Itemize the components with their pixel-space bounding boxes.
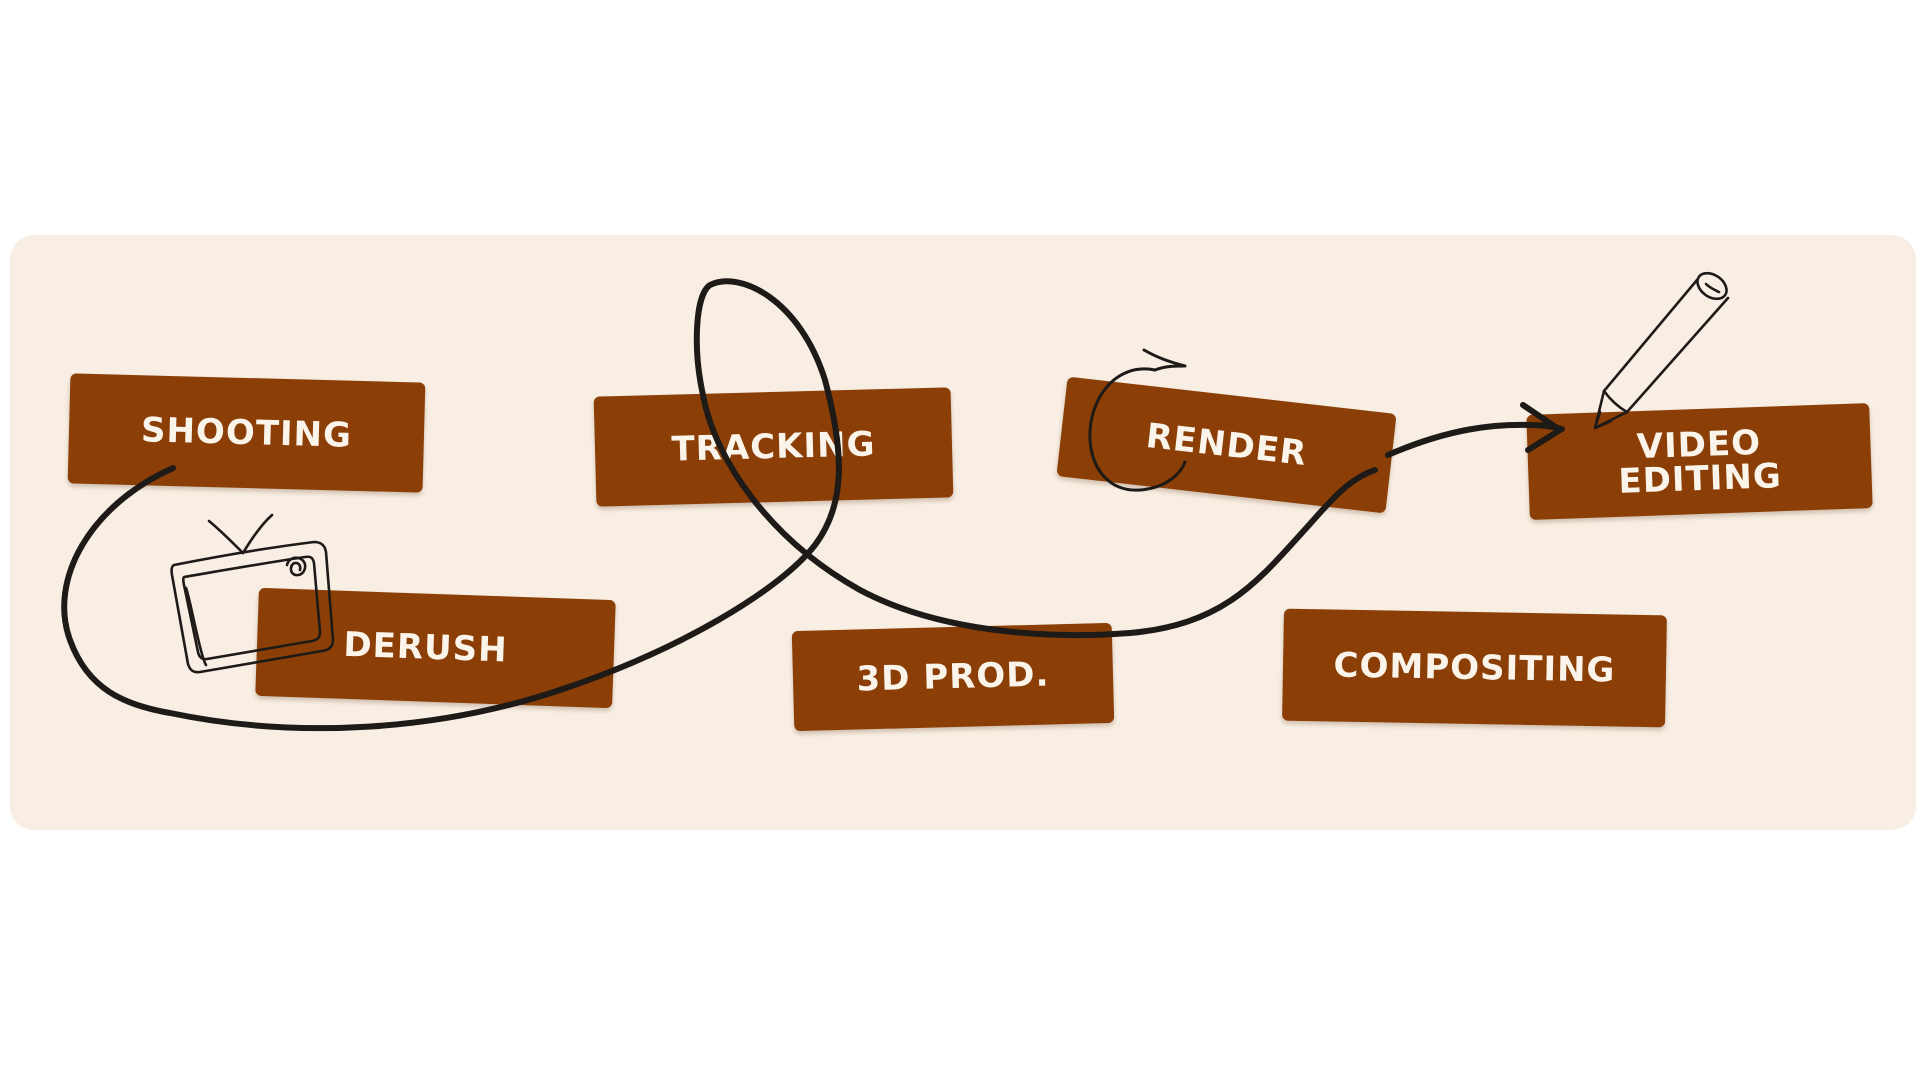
step-label-3d-prod: 3D PROD. xyxy=(856,654,1050,700)
step-card-tracking: TRACKING xyxy=(593,387,954,507)
step-label-compositing: COMPOSITING xyxy=(1333,645,1616,691)
diagram-panel xyxy=(10,235,1916,830)
step-card-derush: DERUSH xyxy=(255,587,616,709)
step-card-compositing: COMPOSITING xyxy=(1282,608,1667,728)
step-card-shooting: SHOOTING xyxy=(67,373,426,493)
step-label-tracking: TRACKING xyxy=(671,424,876,470)
step-card-video-editing: VIDEO EDITING xyxy=(1526,403,1873,520)
step-label-derush: DERUSH xyxy=(342,624,509,671)
step-label-render: RENDER xyxy=(1144,415,1309,475)
step-card-3d-prod: 3D PROD. xyxy=(791,622,1115,732)
step-label-video-editing: VIDEO EDITING xyxy=(1617,422,1783,502)
step-label-shooting: SHOOTING xyxy=(140,410,353,456)
